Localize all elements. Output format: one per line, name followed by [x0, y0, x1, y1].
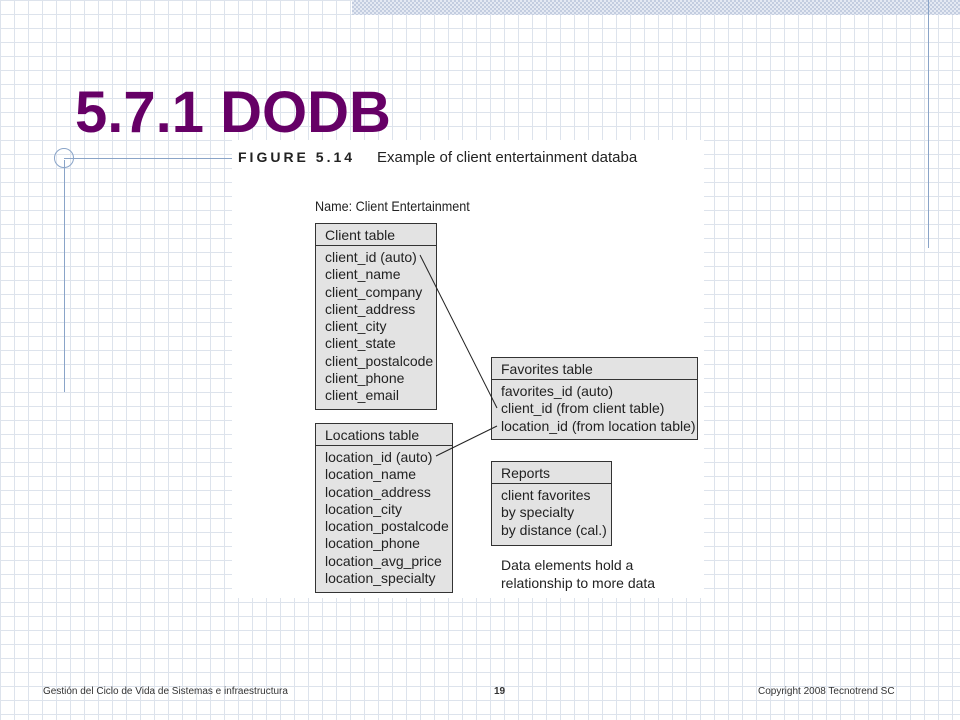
locations-table: Locations table location_id (auto) locat… [315, 423, 453, 593]
table-field: client_name [325, 266, 401, 283]
reports-box-fields: client favorites by specialty by distanc… [492, 484, 611, 542]
client-table-title: Client table [316, 224, 436, 246]
table-field: location_id (from location table) [501, 417, 696, 434]
diagram-name: Name: Client Entertainment [315, 198, 470, 214]
right-guide-line [928, 0, 929, 248]
crosshair-circle [54, 148, 74, 168]
table-field: location_postalcode [325, 518, 449, 535]
diagram-note: Data elements hold a relationship to mor… [501, 556, 655, 592]
table-field: by specialty [501, 504, 575, 521]
slide-title: 5.7.1 DODB [75, 80, 391, 145]
locations-table-fields: location_id (auto) location_name locatio… [316, 446, 452, 590]
left-guide-line [64, 160, 65, 392]
favorites-table-title: Favorites table [492, 358, 697, 380]
table-field: client_postalcode [325, 352, 434, 369]
table-field: location_address [325, 483, 431, 500]
favorites-table-fields: favorites_id (auto) client_id (from clie… [492, 380, 697, 438]
reports-box: Reports client favorites by specialty by… [491, 461, 612, 546]
figure-caption-text: Example of client entertainment databa [377, 149, 638, 166]
locations-table-title: Locations table [316, 424, 452, 446]
table-field: location_avg_price [325, 552, 442, 569]
client-table: Client table client_id (auto) client_nam… [315, 223, 437, 410]
table-field: location_phone [325, 535, 420, 552]
table-field: client_company [325, 283, 423, 300]
table-field: client_address [325, 300, 416, 317]
table-field: client_id (auto) [325, 249, 417, 265]
note-line-2: relationship to more data [501, 575, 656, 591]
table-field: client favorites [501, 487, 591, 503]
favorites-table: Favorites table favorites_id (auto) clie… [491, 357, 698, 440]
table-field: by distance (cal.) [501, 521, 607, 538]
top-decorative-bar [352, 0, 960, 15]
table-field: client_id (from client table) [501, 400, 665, 417]
figure-label: FIGURE 5.14 [238, 149, 356, 165]
table-field: client_phone [325, 370, 405, 387]
footer-course-name: Gestión del Ciclo de Vida de Sistemas e … [43, 686, 288, 697]
table-field: location_name [325, 466, 417, 483]
table-field: client_city [325, 318, 387, 335]
reports-box-title: Reports [492, 462, 611, 484]
figure-caption: FIGURE 5.14 Example of client entertainme… [238, 149, 704, 166]
table-field: location_city [325, 500, 403, 517]
table-field: location_id (auto) [325, 449, 433, 465]
client-table-fields: client_id (auto) client_name client_comp… [316, 246, 436, 408]
footer-page-number: 19 [494, 686, 506, 697]
note-line-1: Data elements hold a [501, 557, 634, 573]
table-field: favorites_id (auto) [501, 383, 614, 399]
footer-copyright: Copyright 2008 Tecnotrend SC [758, 686, 895, 697]
table-field: client_state [325, 335, 396, 352]
title-guide-line [64, 158, 232, 159]
table-field: location_specialty [325, 570, 436, 587]
table-field: client_email [325, 387, 399, 404]
